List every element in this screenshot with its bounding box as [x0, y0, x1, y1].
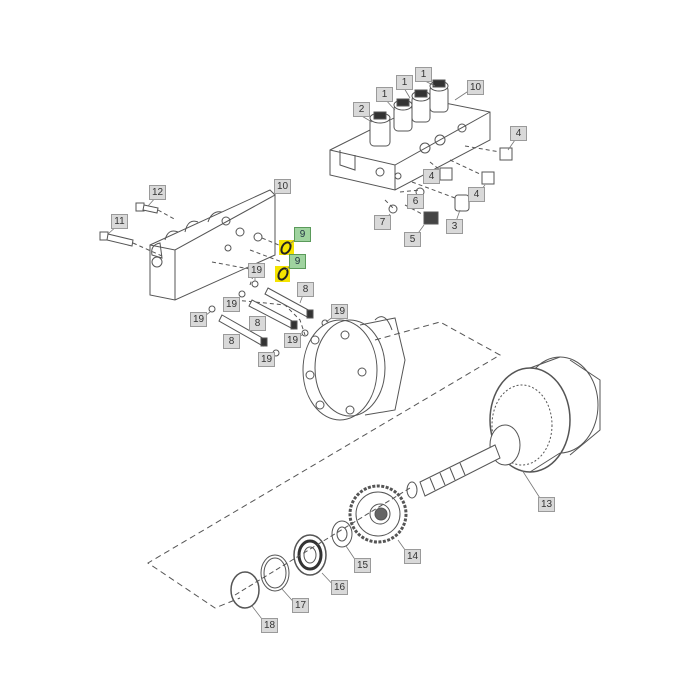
callout-12[interactable]: 12	[149, 185, 167, 200]
callout-19[interactable]: 19	[248, 263, 266, 278]
callout-3[interactable]: 3	[446, 219, 463, 234]
bolt-11[interactable]	[99, 231, 134, 247]
callout-1[interactable]: 1	[415, 67, 432, 82]
callout-8[interactable]: 8	[249, 316, 266, 331]
callout-10[interactable]: 10	[467, 80, 485, 95]
callout-8[interactable]: 8	[223, 334, 240, 349]
tube-8-c[interactable]	[218, 314, 268, 347]
callout-4[interactable]: 4	[510, 126, 527, 141]
callout-10[interactable]: 10	[274, 179, 292, 194]
callout-14[interactable]: 14	[404, 549, 422, 564]
tube-8-a[interactable]	[264, 287, 314, 319]
callout-4[interactable]: 4	[468, 187, 485, 202]
callout-8[interactable]: 8	[297, 282, 314, 297]
callout-19[interactable]: 19	[223, 297, 241, 312]
solenoid-group[interactable]	[369, 79, 449, 147]
clutch-pack-13[interactable]	[406, 356, 601, 499]
callout-16[interactable]: 16	[331, 580, 349, 595]
callout-9-highlighted[interactable]: 9	[289, 254, 306, 269]
callout-17[interactable]: 17	[292, 598, 310, 613]
valve-block-left[interactable]	[149, 189, 276, 301]
sensor-group[interactable]	[388, 147, 513, 225]
callout-19[interactable]: 19	[284, 333, 302, 348]
callout-19[interactable]: 19	[190, 312, 208, 327]
washer-15[interactable]	[331, 520, 353, 548]
callout-4[interactable]: 4	[423, 169, 440, 184]
callout-18[interactable]: 18	[261, 618, 279, 633]
callout-15[interactable]: 15	[354, 558, 372, 573]
callout-1[interactable]: 1	[376, 87, 393, 102]
callout-11[interactable]: 11	[111, 214, 128, 229]
callout-5[interactable]: 5	[404, 232, 421, 247]
ring-17[interactable]	[260, 554, 290, 592]
callout-2[interactable]: 2	[353, 102, 370, 117]
callout-1[interactable]: 1	[396, 75, 413, 90]
callout-19[interactable]: 19	[331, 304, 349, 319]
snap-ring-18[interactable]	[230, 571, 260, 609]
callout-7[interactable]: 7	[374, 215, 391, 230]
bearing-16[interactable]	[293, 534, 327, 576]
bolt-12[interactable]	[135, 202, 159, 214]
callout-9-highlighted[interactable]: 9	[294, 227, 311, 242]
callout-13[interactable]: 13	[538, 497, 556, 512]
pump-housing[interactable]	[302, 316, 406, 421]
tube-8-b[interactable]	[248, 299, 298, 330]
gear-14[interactable]	[348, 484, 408, 544]
callout-19[interactable]: 19	[258, 352, 276, 367]
callout-6[interactable]: 6	[407, 194, 424, 209]
